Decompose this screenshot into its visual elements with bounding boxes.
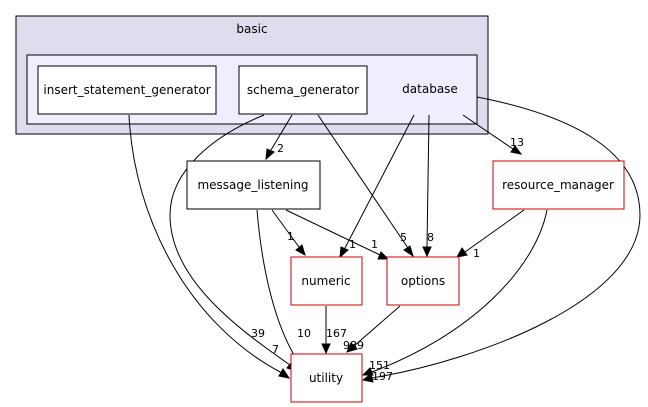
arrowhead [422, 246, 432, 258]
edge-message-to-options[interactable]: 1 [285, 209, 390, 260]
edge-schema-to-options[interactable]: 5 [317, 114, 414, 258]
edge-path [271, 209, 300, 248]
edge-path [270, 114, 293, 151]
arrowhead [346, 342, 358, 353]
arrowhead [265, 148, 275, 161]
edge-resource-to-utility[interactable]: 197 [361, 209, 548, 383]
edge-database-to-options[interactable]: 8 [422, 114, 434, 258]
node-insert-statement-generator[interactable]: insert_statement_generator [37, 65, 217, 115]
node-box [386, 256, 460, 306]
node-label: numeric [301, 274, 350, 288]
edges: 7 2 5 39 13 1 [128, 96, 641, 383]
node-numeric[interactable]: numeric [290, 256, 363, 306]
node-box [290, 256, 363, 306]
arrowhead [510, 145, 523, 155]
node-label: resource_manager [502, 178, 614, 192]
arrowhead [361, 367, 374, 376]
arrowhead [377, 251, 390, 260]
edge-label: 8 [427, 231, 434, 244]
edge-path [169, 114, 291, 366]
arrowhead [403, 245, 414, 258]
node-label: utility [309, 371, 343, 385]
edge-label: 1 [349, 238, 356, 251]
edge-label: 7 [272, 343, 279, 356]
edge-schema-to-utility[interactable]: 39 [169, 114, 299, 372]
edge-path [371, 96, 641, 379]
arrowhead [361, 373, 374, 383]
edge-path [285, 209, 381, 256]
edge-label: 151 [369, 359, 390, 372]
node-box [238, 65, 368, 115]
node-label: options [401, 274, 445, 288]
edge-label: 10 [297, 327, 311, 340]
edge-path [426, 114, 430, 248]
edge-path [371, 209, 548, 373]
node-label: insert_statement_generator [43, 83, 210, 97]
edge-path [128, 114, 283, 374]
node-box [186, 160, 321, 210]
edge-label: 1 [287, 230, 294, 243]
node-utility[interactable]: utility [290, 353, 363, 403]
edge-label: 989 [343, 339, 364, 352]
node-label: message_listening [197, 178, 308, 192]
edge-resource-to-options[interactable]: 1 [456, 209, 525, 260]
arrowhead [456, 247, 468, 258]
edge-label: 2 [277, 142, 284, 155]
node-box [290, 353, 363, 403]
node-label: schema_generator [247, 83, 359, 97]
node-box [492, 160, 625, 210]
edge-label: 167 [326, 327, 347, 340]
cluster-database-label: database [402, 82, 458, 96]
edge-path [317, 114, 409, 249]
cluster-basic-label: basic [236, 22, 267, 36]
edge-insert-to-utility[interactable]: 7 [128, 114, 291, 379]
edge-database-to-utility[interactable]: 1 5 1 [361, 96, 641, 383]
edge-label: 1 [473, 247, 480, 260]
edge-database-to-numeric[interactable]: 1 [339, 114, 415, 259]
edge-path [462, 114, 514, 150]
edge-path [464, 209, 525, 253]
arrowhead [295, 244, 306, 257]
node-message-listening[interactable]: message_listening [186, 160, 321, 210]
node-options[interactable]: options [386, 256, 460, 306]
edge-path [344, 114, 415, 249]
edge-options-to-utility[interactable]: 989 [343, 305, 401, 353]
arrowhead [321, 343, 331, 355]
edge-schema-to-message[interactable]: 2 [265, 114, 293, 161]
node-box [37, 65, 217, 115]
edge-numeric-to-utility[interactable]: 167 [321, 306, 347, 355]
arrowhead [339, 246, 349, 259]
arrowhead [278, 368, 291, 379]
edge-database-to-resource[interactable]: 13 [462, 114, 524, 155]
edge-label: 5 [400, 231, 407, 244]
node-resource-manager[interactable]: resource_manager [492, 160, 625, 210]
edge-label: 197 [372, 370, 393, 383]
edge-path [353, 305, 401, 347]
edge-message-to-numeric[interactable]: 1 [271, 209, 306, 257]
node-schema-generator[interactable]: schema_generator [238, 65, 368, 115]
edge-label: 39 [251, 327, 265, 340]
edge-label: 13 [510, 136, 524, 149]
edge-label: 1 [371, 238, 378, 251]
edge-path [256, 209, 298, 361]
